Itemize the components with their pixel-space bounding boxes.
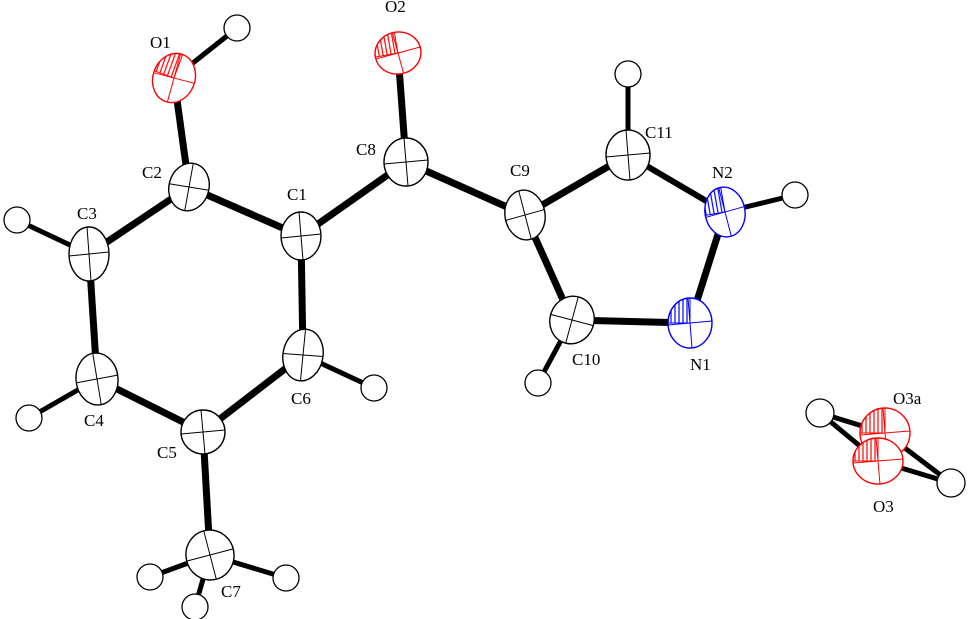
atoms-layer: [68, 31, 911, 581]
atom-C1: [280, 211, 322, 261]
hydrogen-atom-H2N: [781, 181, 809, 209]
atom-label-C1: C1: [287, 185, 307, 204]
atom-C8: [383, 137, 429, 187]
atom-label-N2: N2: [712, 163, 733, 182]
atom-label-C8: C8: [356, 140, 376, 159]
hydrogen-atom-H11: [614, 60, 642, 88]
hydrogen-atom-H7b: [181, 593, 209, 619]
atom-label-C7: C7: [221, 582, 241, 601]
hydrogen-atom-HW2: [936, 468, 966, 498]
atom-O3: [852, 437, 904, 485]
hydrogens-layer: [3, 14, 966, 619]
hydrogen-atom-H6: [360, 374, 388, 402]
atom-label-C11: C11: [645, 123, 673, 142]
atom-label-O3: O3: [873, 497, 894, 516]
atom-C11: [605, 129, 651, 181]
atom-label-C6: C6: [291, 389, 311, 408]
atom-N2: [704, 186, 746, 238]
hydrogen-atom-H1: [223, 14, 251, 42]
atom-C2: [168, 162, 210, 212]
atom-C6: [282, 328, 324, 382]
atom-O1: [151, 52, 197, 104]
hydrogen-atom-H3: [3, 206, 31, 234]
atom-label-N1: N1: [690, 355, 711, 374]
atom-N1: [667, 297, 713, 349]
atom-C10: [549, 295, 595, 345]
hydrogen-atom-H7a: [136, 563, 164, 591]
atom-C9: [504, 189, 546, 241]
atom-label-O2: O2: [385, 0, 406, 16]
atom-label-O3a: O3a: [893, 389, 922, 408]
atom-label-C9: C9: [510, 161, 530, 180]
hydrogen-atom-HW1: [805, 398, 835, 428]
atom-label-C5: C5: [157, 443, 177, 462]
bonds-layer: [15, 26, 953, 608]
atom-C5: [180, 409, 226, 455]
atom-C3: [68, 226, 110, 282]
atom-label-C4: C4: [84, 411, 104, 430]
atom-C7: [185, 529, 235, 581]
hydrogen-atom-H4: [15, 404, 43, 432]
atom-C4: [75, 352, 119, 406]
atom-label-C10: C10: [572, 350, 600, 369]
atom-O2: [374, 31, 422, 75]
hydrogen-atom-H7c: [272, 564, 300, 592]
hydrogen-atom-H10: [524, 369, 552, 397]
atom-label-C2: C2: [142, 163, 162, 182]
atom-label-C3: C3: [77, 204, 97, 223]
atom-label-O1: O1: [150, 33, 171, 52]
